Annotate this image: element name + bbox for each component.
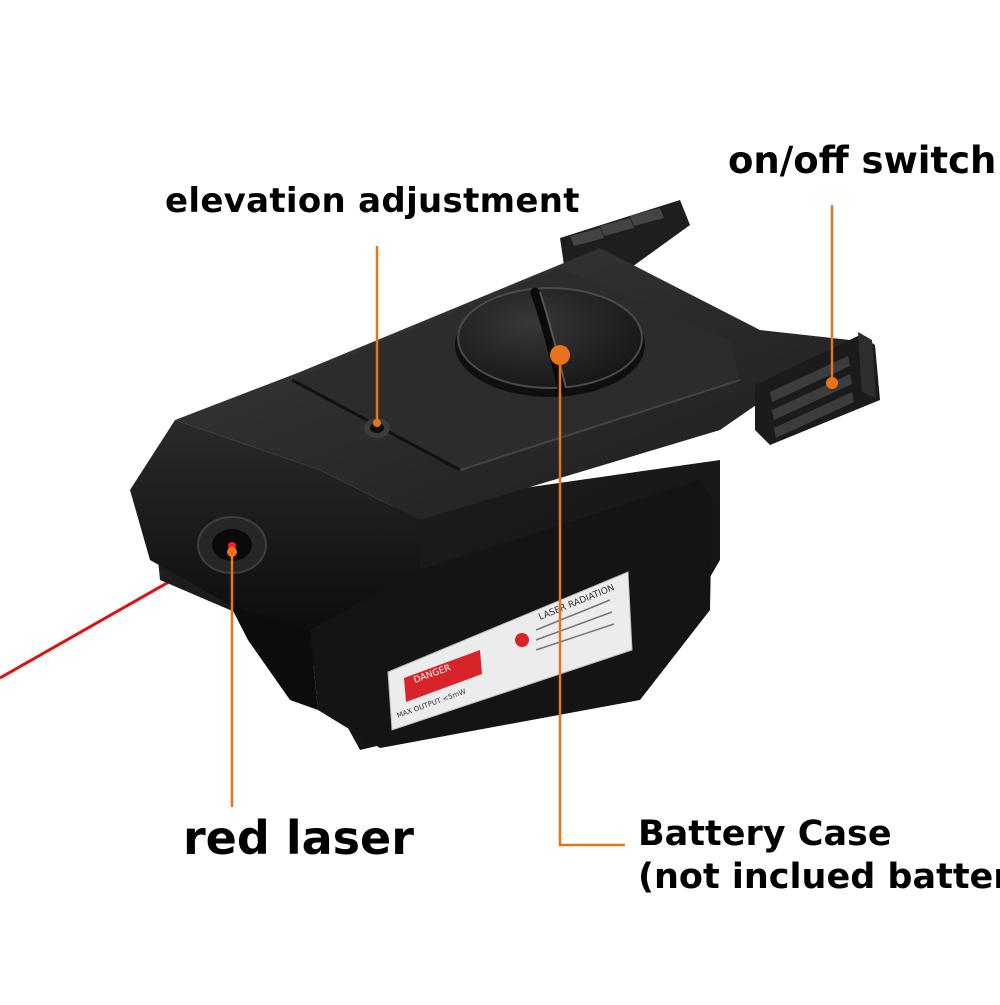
callout-leaders	[230, 205, 834, 847]
switch-dot	[826, 377, 838, 389]
battery-cap	[455, 287, 645, 397]
on-off-switch-label: on/off switch	[728, 139, 997, 182]
battery-leader	[558, 355, 625, 847]
red-laser-label: red laser	[183, 811, 414, 865]
battery-case-label: Battery Case	[638, 814, 892, 854]
laser-aperture	[197, 516, 267, 574]
battery-note-label: (not inclued battery)	[638, 857, 1000, 897]
callout-dots	[227, 345, 838, 557]
elevation-dot	[373, 419, 381, 427]
elevation-adjustment-label: elevation adjustment	[165, 181, 580, 221]
elevation-screw	[364, 418, 390, 438]
red-laser-dot	[227, 547, 237, 557]
danger-badge	[404, 650, 482, 702]
starburst-icon	[515, 633, 529, 647]
battery-dot	[550, 345, 570, 365]
front-face	[130, 420, 420, 630]
